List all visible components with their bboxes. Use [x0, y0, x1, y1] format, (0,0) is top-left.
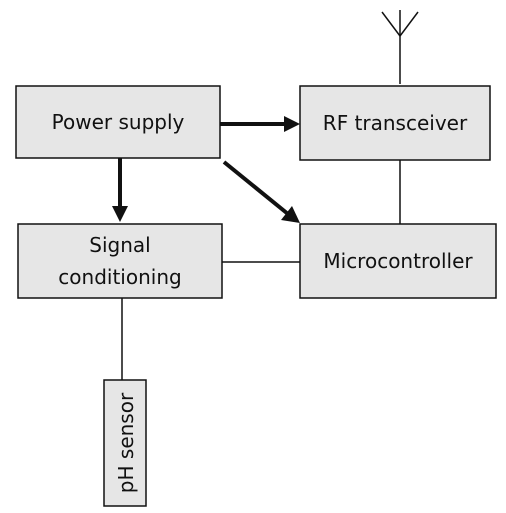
antenna-icon [381, 10, 419, 84]
microcontroller-block: Microcontroller [299, 223, 497, 299]
arrow-power-to-microcontroller [222, 160, 300, 223]
rf-transceiver-label: RF transceiver [323, 111, 468, 135]
ph-sensor-label: pH sensor [114, 392, 138, 493]
signal-conditioning-label-line2: conditioning [58, 265, 181, 289]
arrow-power-to-rf [220, 116, 300, 132]
power-supply-block: Power supply [15, 85, 221, 159]
microcontroller-label: Microcontroller [323, 249, 473, 273]
power-supply-label: Power supply [52, 110, 185, 134]
arrow-power-to-signal [112, 158, 128, 222]
rf-transceiver-block: RF transceiver [299, 85, 491, 161]
signal-conditioning-block: Signal conditioning [17, 223, 223, 299]
signal-conditioning-label-line1: Signal [89, 233, 150, 257]
ph-sensor-block: pH sensor [103, 379, 147, 507]
